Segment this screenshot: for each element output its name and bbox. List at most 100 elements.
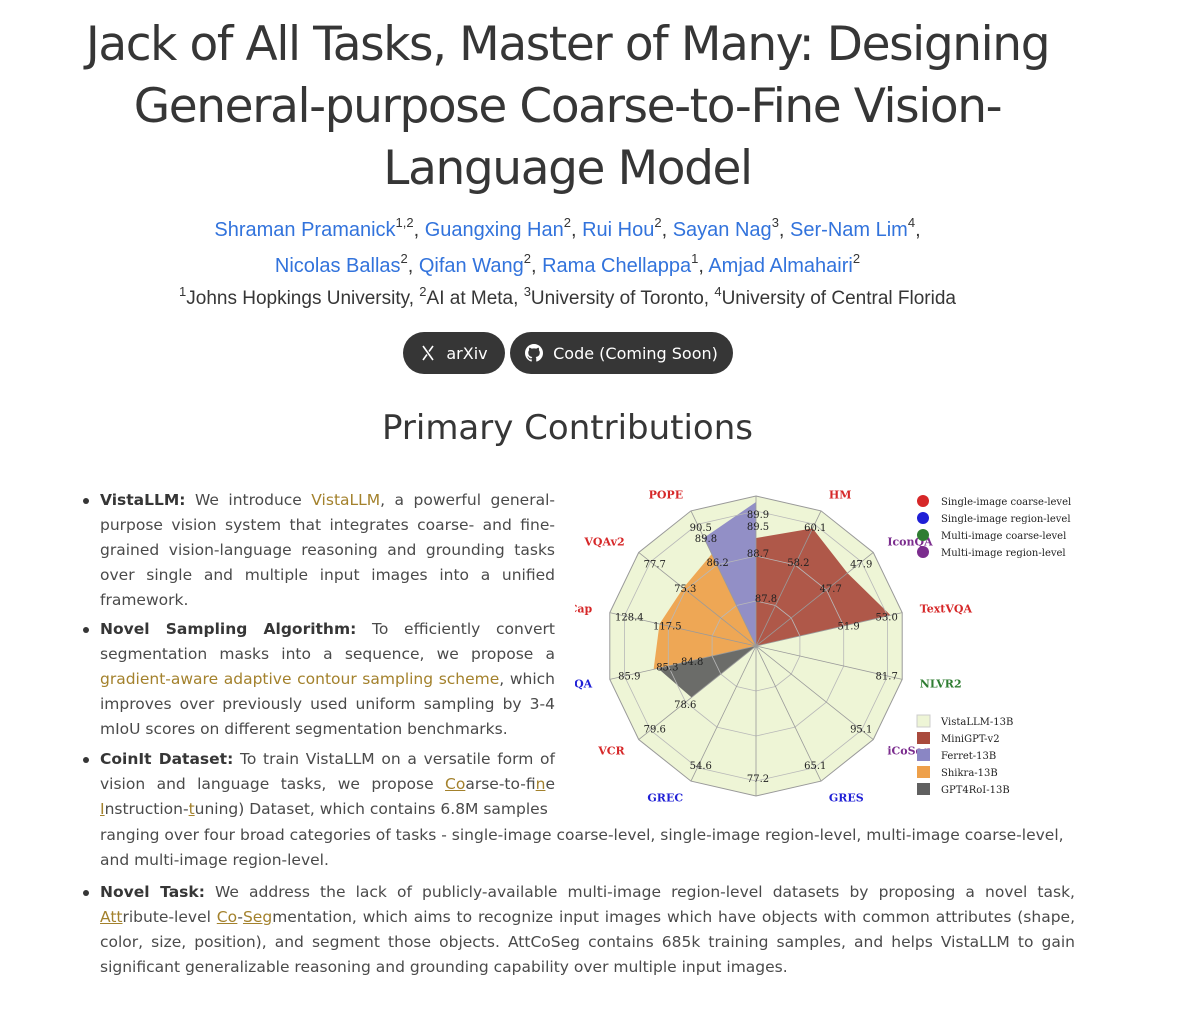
arxiv-button[interactable]: arXiv [403, 332, 505, 374]
affiliation-list: 1Johns Hopkings University, 2AI at Meta,… [0, 281, 1135, 317]
value-label: 89.5 [747, 522, 769, 533]
author: Rui Hou2, [582, 216, 667, 241]
code-button[interactable]: Code (Coming Soon) [510, 332, 733, 374]
contribution-text: We introduce [185, 491, 312, 509]
contribution-text: nstruction- [104, 800, 189, 818]
acronym-letter: Att [100, 908, 123, 926]
bullet-marker [83, 757, 89, 763]
series-legend-label: MiniGPT-v2 [941, 734, 1000, 745]
contribution-label: Novel Sampling Algorithm: [100, 620, 357, 638]
author: Guangxing Han2, [424, 216, 577, 241]
contribution-text: We address the lack of publicly-availabl… [204, 883, 1075, 901]
task-legend-dot [917, 529, 929, 541]
arxiv-icon [422, 345, 435, 361]
contribution-text: , a powerful general-purpose vision syst… [100, 491, 555, 609]
author-affiliation-marker: 2 [563, 215, 571, 230]
author-affiliation-marker: 3 [771, 215, 779, 230]
value-label: 88.7 [747, 549, 769, 560]
author-affiliation-marker: 1 [691, 251, 699, 266]
series-legend-label: Ferret-13B [941, 751, 996, 762]
contribution-text: e [545, 775, 555, 793]
author-separator: , [698, 255, 704, 277]
author-link[interactable]: Nicolas Ballas [274, 255, 401, 277]
affiliation-number: 3 [523, 284, 531, 299]
author-link[interactable]: Sayan Nag [672, 219, 772, 241]
bullet-marker [83, 890, 89, 896]
value-label: 75.3 [674, 584, 696, 595]
axis-label: COCO Cap [575, 603, 593, 616]
axis-label: REC [743, 483, 770, 485]
author-link[interactable]: Qifan Wang [418, 255, 524, 277]
task-legend-dot [917, 546, 929, 558]
section-title: Primary Contributions [381, 408, 753, 448]
axis-label: POPE [649, 489, 684, 502]
author-link[interactable]: Rama Chellappa [542, 255, 692, 277]
author-link[interactable]: Rui Hou [582, 219, 655, 241]
author: Shraman Pramanick1,2, [214, 216, 419, 241]
series-legend-label: VistaLLM-13B [940, 717, 1013, 728]
arxiv-label: arXiv [446, 343, 488, 363]
radar-spoke [638, 645, 757, 740]
contribution-label: CoinIt Dataset: [100, 750, 234, 768]
author-separator: , [530, 255, 537, 277]
author: Rama Chellappa1, [542, 252, 704, 277]
affiliation: University of Toronto [530, 288, 704, 309]
value-label: 89.9 [747, 510, 769, 521]
author-affiliation-marker: 2 [523, 251, 531, 266]
contribution-task: Novel Task: We address the lack of publi… [100, 880, 1075, 980]
task-legend-dot [917, 495, 929, 507]
value-label: 47.9 [850, 560, 872, 571]
author-link[interactable]: Shraman Pramanick [214, 219, 396, 241]
value-label: 47.7 [820, 584, 842, 595]
series-legend-swatch [917, 749, 930, 761]
author-separator: , [407, 255, 414, 277]
series-legend-swatch [916, 714, 931, 728]
contribution-text: uning) Dataset, which contains 6.8M samp… [194, 800, 548, 818]
radar-spoke [755, 612, 903, 647]
author-affiliation-marker: 2 [400, 251, 408, 266]
acronym-letter: n [535, 775, 546, 793]
sampling-highlight: gradient-aware adaptive contour sampling… [100, 670, 500, 688]
radar-spoke [755, 645, 874, 740]
axis-label: GREC [647, 791, 683, 804]
affiliation-number: 4 [714, 284, 722, 299]
author-link[interactable]: Guangxing Han [424, 219, 564, 241]
contribution-text: , which improves over previously used un… [100, 670, 555, 738]
contribution-text: - [237, 908, 243, 926]
value-label: 89.8 [695, 534, 717, 545]
value-label: 77.7 [644, 560, 666, 571]
affiliation-number: 2 [419, 284, 427, 299]
axis-label: VQAv2 [583, 535, 624, 548]
radar-spoke [609, 645, 757, 680]
author: Nicolas Ballas2, [274, 252, 414, 277]
axis-label: HM [829, 489, 852, 502]
affiliation-separator: , [513, 288, 519, 309]
contribution-vistallm: VistaLLM: We introduce VistaLLM, a power… [100, 488, 555, 613]
value-label: 81.7 [876, 671, 898, 682]
contribution-text: ribute-level [122, 908, 217, 926]
task-legend-label: Multi-image region-level [941, 548, 1066, 559]
acronym-letter: Seg [242, 908, 273, 926]
author-link[interactable]: Ser-Nam Lim [790, 219, 908, 241]
radar-spoke [638, 552, 757, 647]
radar-spoke [609, 612, 757, 647]
github-icon [525, 344, 544, 362]
code-label: Code (Coming Soon) [553, 343, 718, 363]
radar-spoke [755, 552, 874, 647]
acronym-letter: I [100, 800, 105, 818]
radar-spoke [690, 510, 757, 647]
author-separator: , [915, 219, 921, 241]
author-affiliation-marker: 1,2 [395, 215, 414, 230]
author-affiliation-marker: 2 [654, 215, 662, 230]
axis-label: VCR [597, 745, 625, 758]
series-legend-swatch [917, 732, 930, 744]
series-legend-swatch [917, 766, 930, 778]
author-link[interactable]: Amjad Almahairi [708, 255, 853, 277]
contribution-coinit: CoinIt Dataset: To train VistaLLM on a v… [100, 747, 555, 822]
author: Sayan Nag3, [672, 216, 785, 241]
value-label: 65.1 [804, 761, 826, 772]
task-legend-label: Multi-image coarse-level [941, 531, 1066, 542]
value-label: 85.9 [618, 671, 640, 682]
author: Ser-Nam Lim4, [790, 216, 921, 241]
axis-label: NLVR2 [920, 677, 962, 690]
